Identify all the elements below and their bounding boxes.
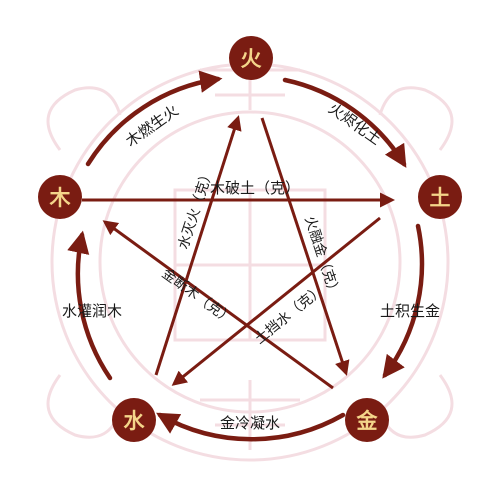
generating-cycle-arrows <box>67 70 425 442</box>
arrow-metal-controls-wood <box>102 220 334 390</box>
label-wood-controls-earth: 木破土（克） <box>210 179 300 197</box>
arrow-fire-controls-metal <box>260 117 350 376</box>
controlling-cycle-arrows <box>82 115 395 390</box>
label-metal-to-water: 金冷凝水 <box>220 414 280 432</box>
background-emblem <box>46 45 454 462</box>
element-water-label: 水 <box>124 409 146 433</box>
element-metal-label: 金 <box>356 409 379 433</box>
label-metal-controls-wood: 金断木（克） <box>159 266 236 328</box>
arrow-wood-to-fire <box>85 70 223 167</box>
arrow-water-to-wood <box>67 230 113 381</box>
element-earth-label: 土 <box>430 186 451 210</box>
arrow-water-controls-fire <box>154 115 242 376</box>
arrow-earth-to-metal <box>382 223 425 379</box>
label-water-to-wood: 水灌润木 <box>62 302 122 320</box>
element-wood-label: 木 <box>49 186 72 210</box>
label-wood-to-fire: 木燃生火 <box>122 101 181 150</box>
element-earth: 土 <box>418 175 462 219</box>
arrow-metal-to-water <box>156 412 346 442</box>
element-fire-label: 火 <box>241 47 262 71</box>
element-fire: 火 <box>229 36 273 80</box>
element-metal: 金 <box>345 398 389 442</box>
label-fire-to-earth: 火烬化土 <box>325 99 384 148</box>
arrow-fire-to-earth <box>282 77 407 168</box>
element-wood: 木 <box>38 175 82 219</box>
arrow-earth-controls-water <box>171 216 381 386</box>
element-water: 水 <box>112 398 156 442</box>
label-earth-to-metal: 土积生金 <box>380 302 440 320</box>
